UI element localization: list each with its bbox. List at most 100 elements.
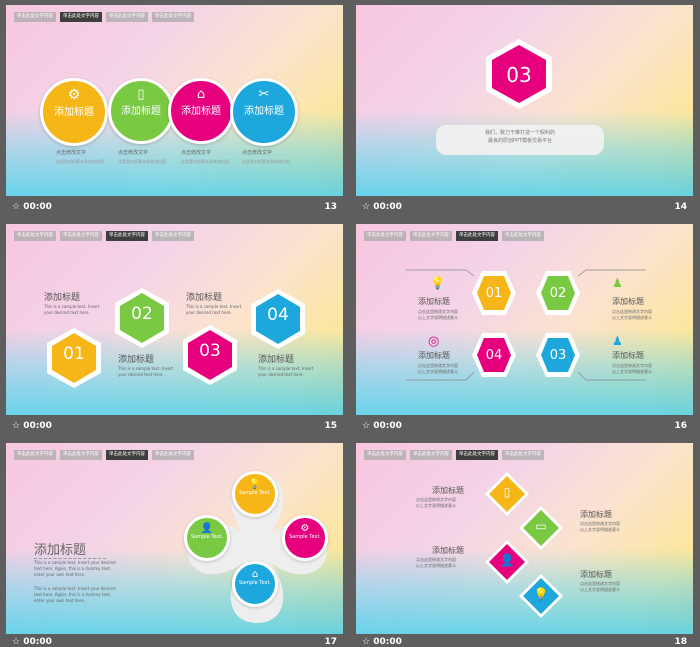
slide-14-footer: ☆ 00:00 14 — [356, 199, 693, 217]
slide-18-thumbnail[interactable]: 单击此处文字内容 单击此处文字内容 单击此处文字内容 单击此处文字内容 ▯ ▭ … — [356, 443, 693, 634]
slide-13-footer: ☆ 00:00 13 — [6, 199, 343, 217]
tab: 单击此处文字内容 — [152, 12, 194, 22]
tab-active: 单击此处文字内容 — [456, 450, 498, 460]
block-text: your desired text here. — [118, 372, 164, 377]
block-text: 以上文字说明描述意义 — [418, 315, 458, 320]
presenter-icon: ♟ — [612, 334, 623, 348]
slide-17-footer: ☆ 00:00 17 — [6, 637, 343, 647]
tab-active: 单击此处文字内容 — [60, 12, 102, 22]
block-text: This is a sample text. Insert — [258, 366, 314, 371]
block-title: 添加标题 — [44, 293, 81, 303]
tab: 单击此处文字内容 — [14, 450, 56, 460]
body-text: text here. Again, this is a dummy text, — [34, 592, 112, 597]
star-icon: ☆ — [362, 421, 371, 431]
time-label: 00:00 — [23, 421, 52, 431]
block-text: 点击这里修改文字内容 — [418, 309, 458, 314]
block-text: 点击这里修改文字内容 — [612, 309, 652, 314]
petal-text: Sample Text. — [288, 534, 322, 540]
body-text: enter your own text here. — [34, 598, 86, 603]
tab-active: 单击此处文字内容 — [106, 231, 148, 241]
block-text: 点击这里修改文字内容 — [580, 581, 620, 586]
slide-17-thumbnail[interactable]: 单击此处文字内容 单击此处文字内容 单击此处文字内容 单击此处文字内容 💡 Sa… — [6, 443, 343, 634]
block-title: 添加标题 — [34, 539, 107, 559]
home-icon: ⌂ — [251, 569, 259, 580]
diamond-pink — [485, 540, 529, 584]
caption-sub: 这里是对标题本身修改内容 — [242, 159, 290, 164]
block-title: 添加标题 — [418, 351, 450, 360]
block-text: 以上文字说明描述意义 — [580, 527, 620, 532]
circle-title: 添加标题 — [181, 106, 221, 117]
petal-blue: ⌂ Sample Text. — [232, 561, 278, 607]
caption: 点击修改文字 — [181, 150, 212, 156]
home-icon: ⌂ — [196, 87, 206, 102]
user-icon: 👤 — [499, 553, 515, 567]
block-title: 添加标题 — [612, 297, 644, 306]
star-icon: ☆ — [12, 202, 21, 212]
title-circle-yellow: ⚙ 添加标题 — [40, 78, 108, 146]
caption: 点击修改文字 — [56, 150, 87, 156]
slide-15-footer: ☆ 00:00 15 — [6, 418, 343, 436]
block-text: 点击这里修改文字内容 — [580, 521, 620, 526]
hex-number: 01 — [63, 344, 85, 364]
lightbulb-icon: 💡 — [430, 276, 445, 290]
gear-icon: ⚙ — [300, 523, 310, 534]
hex-number: 02 — [549, 286, 567, 301]
block-title: 添加标题 — [432, 486, 464, 495]
block-text: 点击这里修改文字内容 — [416, 557, 456, 562]
body-text: enter your own text here. — [34, 572, 86, 577]
time-label: 00:00 — [23, 202, 52, 212]
slogan-line: 我们，致力于推打造一个假利的 — [484, 130, 555, 136]
petal-text: Sample Text. — [238, 490, 272, 496]
slide-number: 13 — [324, 202, 337, 212]
time-label: 00:00 — [373, 202, 402, 212]
phone-icon: ▯ — [503, 485, 511, 499]
block-text: 以上文字说明描述意义 — [612, 369, 652, 374]
petal-yellow: 💡 Sample Text. — [232, 471, 278, 517]
briefcase-icon: ▭ — [535, 519, 547, 533]
tab: 单击此处文字内容 — [502, 450, 544, 460]
block-text: 以上文字说明描述意义 — [580, 587, 620, 592]
slide-number: 14 — [674, 202, 687, 212]
phone-icon: ▯ — [137, 87, 145, 102]
hex-number: 01 — [485, 286, 503, 301]
target-icon: ◎ — [428, 334, 440, 349]
block-text: 点击这里修改文字内容 — [612, 363, 652, 368]
hexagon-04 — [251, 289, 305, 349]
block-text: This is a sample text. Insert — [44, 304, 100, 309]
block-title: 添加标题 — [418, 297, 450, 306]
tab: 单击此处文字内容 — [364, 450, 406, 460]
hexagon-02 — [536, 271, 580, 315]
slide-number: 17 — [324, 637, 337, 647]
slide-13-thumbnail[interactable]: 单击此处文字内容 单击此处文字内容 单击此处文字内容 单击此处文字内容 ⚙ 添加… — [6, 5, 343, 196]
gear-icon: ⚙ — [67, 87, 81, 103]
tab: 单击此处文字内容 — [60, 231, 102, 241]
slide-tabs: 单击此处文字内容 单击此处文字内容 单击此处文字内容 单击此处文字内容 — [14, 450, 194, 460]
tab: 单击此处文字内容 — [364, 231, 406, 241]
title-circle-blue: ✂ 添加标题 — [230, 78, 298, 146]
block-text: 点击这里修改文字内容 — [418, 363, 458, 368]
tools-icon: ✂ — [258, 87, 270, 102]
hexagon-03 — [536, 333, 580, 377]
slogan-pill: 我们，致力于推打造一个假利的 最良的原创PPT模板交易平台 — [436, 125, 604, 155]
slide-tabs: 单击此处文字内容 单击此处文字内容 单击此处文字内容 单击此处文字内容 — [364, 450, 544, 460]
connector-lines — [406, 269, 646, 381]
slide-number: 18 — [674, 637, 687, 647]
caption-sub: 这里是对标题本身修改内容 — [56, 159, 104, 164]
tab: 单击此处文字内容 — [410, 231, 452, 241]
hex-number: 03 — [549, 348, 567, 363]
slide-14-thumbnail[interactable]: 03 我们，致力于推打造一个假利的 最良的原创PPT模板交易平台 — [356, 5, 693, 196]
hex-number: 04 — [267, 305, 289, 325]
star-icon: ☆ — [362, 637, 371, 647]
circle-title: 添加标题 — [244, 106, 284, 117]
slide-16-thumbnail[interactable]: 单击此处文字内容 单击此处文字内容 单击此处文字内容 单击此处文字内容 01 0… — [356, 224, 693, 415]
block-title: 添加标题 — [186, 293, 223, 303]
block-text: 以上文字说明描述意义 — [418, 369, 458, 374]
hex-number: 02 — [131, 304, 153, 324]
slide-15-thumbnail[interactable]: 单击此处文字内容 单击此处文字内容 单击此处文字内容 单击此处文字内容 01 0… — [6, 224, 343, 415]
caption: 点击修改文字 — [242, 150, 273, 156]
block-text: 以上文字说明描述意义 — [416, 503, 456, 508]
diamond-yellow — [485, 472, 529, 516]
tab: 单击此处文字内容 — [502, 231, 544, 241]
diamond-green — [519, 506, 563, 550]
block-title: 添加标题 — [258, 355, 295, 365]
